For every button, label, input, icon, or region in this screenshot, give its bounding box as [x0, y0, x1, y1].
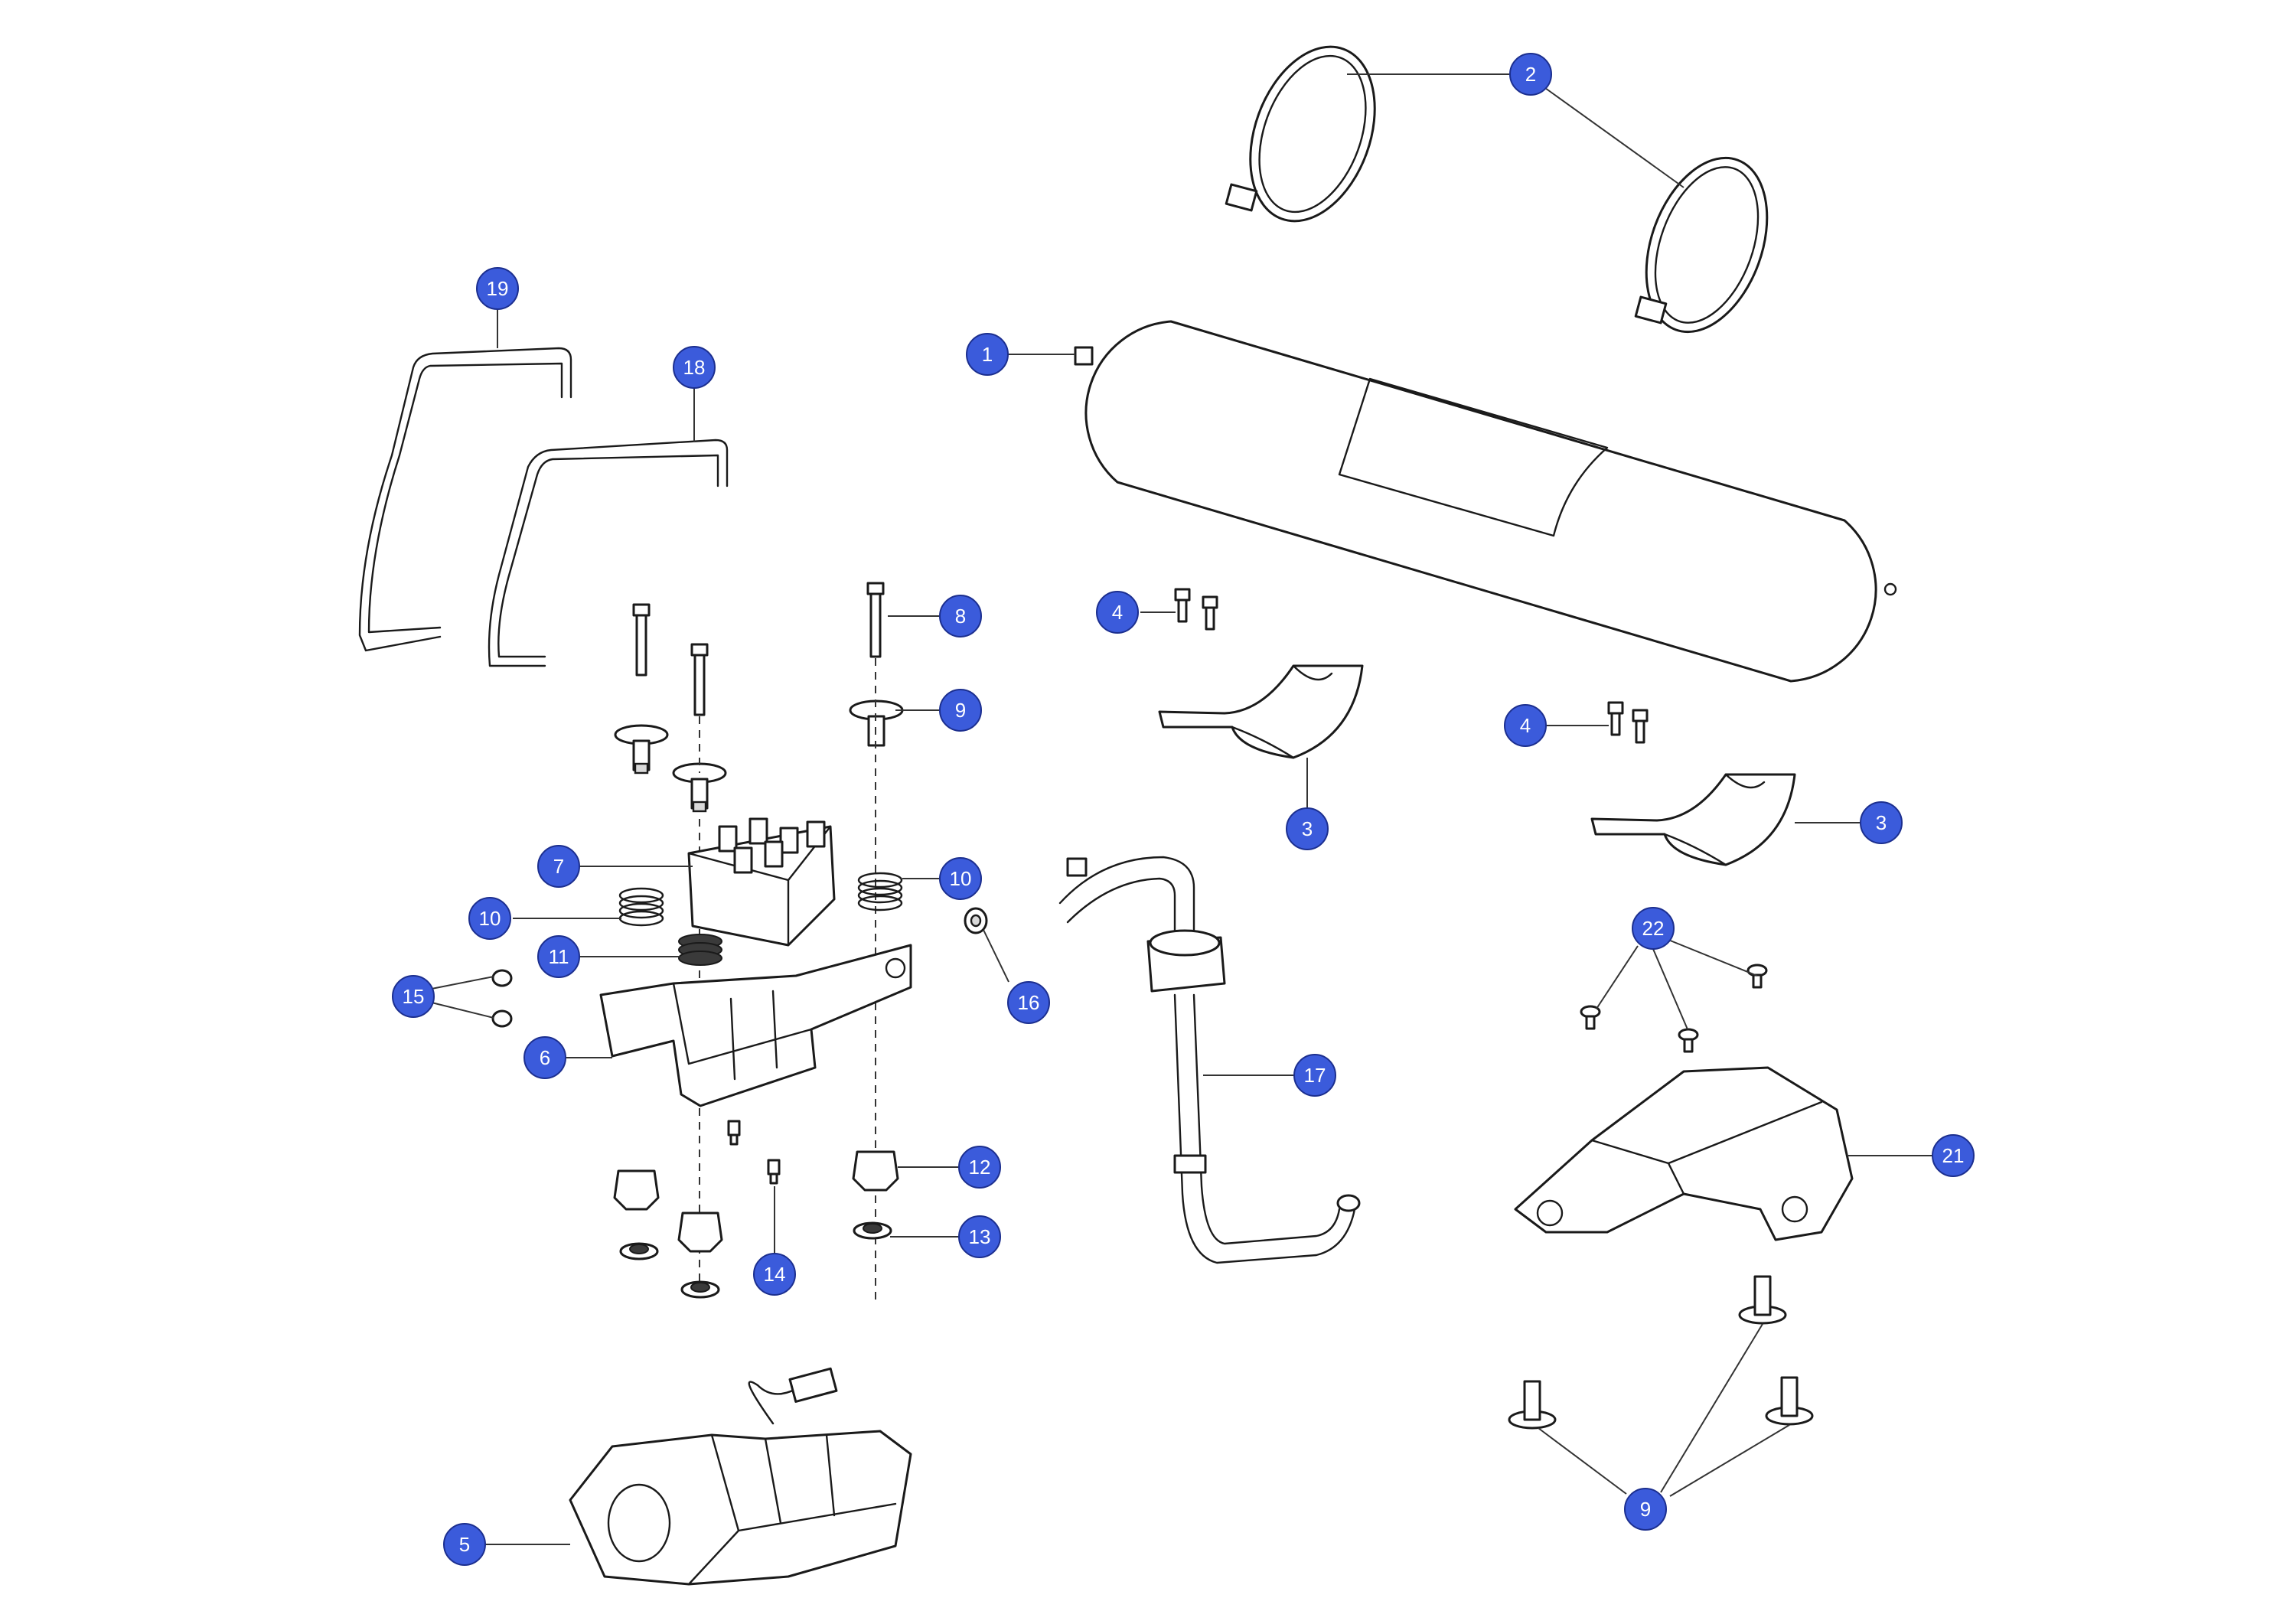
callout-label-1: 1 — [982, 343, 993, 366]
part-bracket-21 — [1514, 1066, 1854, 1241]
callout-4b: 4 — [1504, 704, 1547, 747]
callout-13: 13 — [958, 1215, 1001, 1258]
part-air-line — [1058, 856, 1361, 1264]
callout-10a: 10 — [468, 897, 511, 940]
callout-9a: 9 — [939, 689, 982, 732]
callout-label-11: 11 — [549, 945, 569, 968]
part-screws-14 — [727, 1120, 781, 1185]
callout-16: 16 — [1007, 981, 1050, 1024]
part-valve-block — [687, 817, 836, 947]
part-hose-clamps — [1225, 45, 1769, 334]
callout-label-10a: 10 — [479, 907, 501, 930]
part-compressor — [569, 1367, 912, 1586]
callout-15: 15 — [392, 975, 435, 1018]
part-spacers-left — [614, 699, 904, 813]
part-spring-right — [857, 872, 903, 911]
callout-10b: 10 — [939, 857, 982, 900]
callout-17: 17 — [1293, 1054, 1336, 1097]
callout-1: 1 — [966, 333, 1009, 376]
callout-label-15: 15 — [403, 985, 425, 1008]
callout-8: 8 — [939, 595, 982, 638]
callout-22: 22 — [1632, 907, 1675, 950]
part-spring-11 — [678, 934, 722, 966]
callout-2: 2 — [1509, 53, 1552, 96]
callout-label-17: 17 — [1304, 1064, 1326, 1087]
leader-lines — [431, 73, 1932, 1545]
part-washer-16 — [964, 907, 988, 934]
callout-label-8: 8 — [955, 605, 966, 628]
callout-21: 21 — [1932, 1134, 1975, 1177]
callout-label-12: 12 — [969, 1156, 991, 1179]
callout-label-6: 6 — [540, 1046, 550, 1069]
part-bracket — [599, 944, 912, 1107]
callouts: 1 2 3 3 4 4 5 6 — [392, 53, 1975, 1566]
callout-6: 6 — [523, 1036, 566, 1079]
callout-5: 5 — [443, 1523, 486, 1566]
callout-4a: 4 — [1096, 591, 1139, 634]
callout-label-5: 5 — [459, 1533, 470, 1556]
callout-label-19: 19 — [487, 277, 509, 300]
callout-3b: 3 — [1860, 801, 1903, 844]
callout-label-18: 18 — [683, 356, 706, 379]
callout-label-16: 16 — [1018, 991, 1040, 1014]
part-screws-22 — [1580, 964, 1768, 1053]
part-nuts-15 — [491, 969, 513, 1028]
part-cradle-right — [1590, 773, 1796, 866]
part-pipe-19 — [358, 347, 572, 652]
callout-label-14: 14 — [764, 1263, 786, 1286]
callout-11: 11 — [537, 935, 580, 978]
part-spacers-right — [1508, 1275, 1814, 1430]
callout-label-10b: 10 — [950, 867, 972, 890]
callout-14: 14 — [753, 1253, 796, 1296]
callout-label-22: 22 — [1642, 917, 1665, 940]
part-rubber-mounts-12 — [613, 1150, 899, 1253]
callout-19: 19 — [476, 267, 519, 310]
callout-label-4b: 4 — [1520, 714, 1531, 737]
callout-label-4a: 4 — [1112, 601, 1123, 624]
part-spring-left — [618, 887, 664, 927]
callout-label-3a: 3 — [1302, 817, 1313, 840]
part-cradle-left — [1158, 664, 1364, 759]
callout-label-21: 21 — [1942, 1144, 1965, 1167]
callout-7: 7 — [537, 845, 580, 888]
part-grommets-13 — [619, 1221, 892, 1299]
callout-12: 12 — [958, 1146, 1001, 1189]
callout-label-9b: 9 — [1640, 1498, 1651, 1521]
part-bolts-4 — [1174, 588, 1649, 744]
callout-9b: 9 — [1624, 1488, 1667, 1531]
part-air-tank — [1074, 320, 1897, 683]
part-bolts — [632, 582, 885, 716]
part-pipe-18 — [488, 439, 729, 667]
callout-3a: 3 — [1286, 807, 1329, 850]
callout-label-7: 7 — [553, 855, 564, 878]
callout-label-3b: 3 — [1876, 811, 1887, 834]
callout-label-2: 2 — [1525, 63, 1536, 86]
callout-18: 18 — [673, 346, 716, 389]
callout-label-9a: 9 — [955, 699, 966, 722]
callout-label-13: 13 — [969, 1225, 991, 1248]
